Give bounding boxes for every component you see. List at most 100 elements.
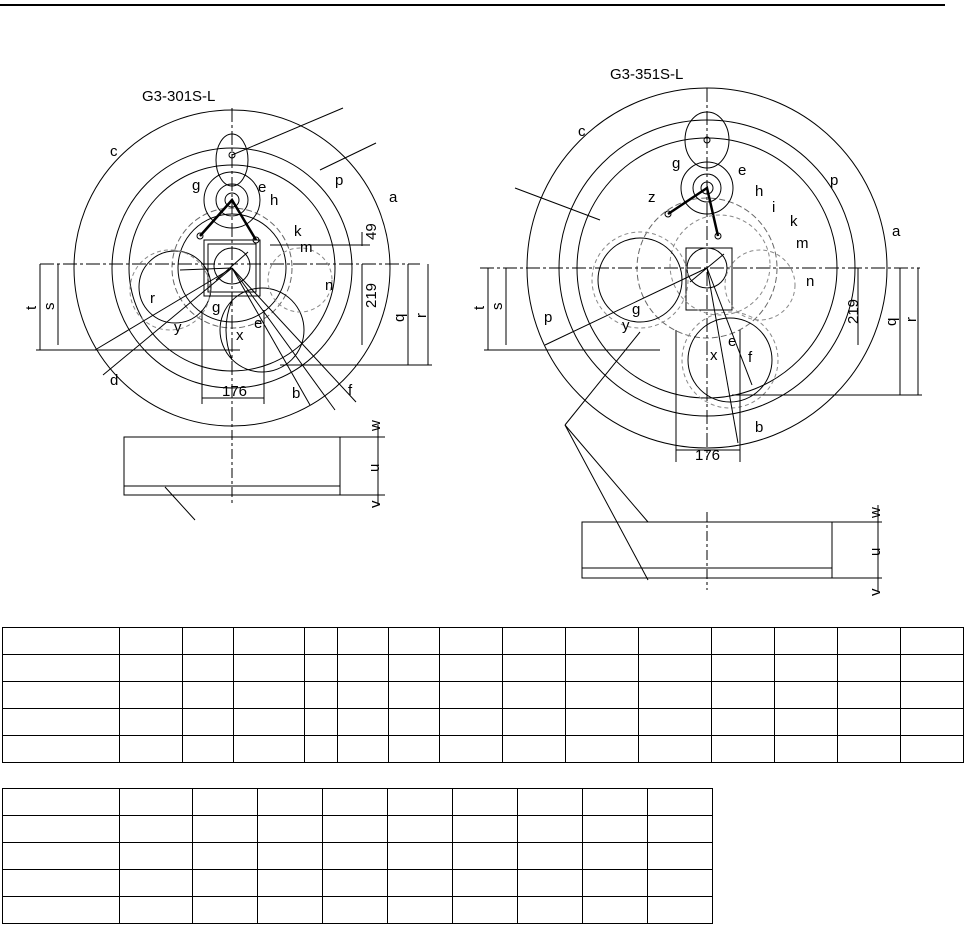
dim-219-text-left: 219	[363, 283, 380, 308]
table-cell	[257, 842, 323, 870]
label-i-right: i	[772, 199, 775, 216]
label-a-right: a	[892, 223, 901, 240]
label-z-right: z	[648, 189, 656, 206]
table-cell	[711, 654, 775, 682]
label-q-right: q	[883, 318, 900, 326]
table-cell	[647, 842, 713, 870]
table-cell	[711, 681, 775, 709]
table-cell	[502, 735, 566, 763]
table-cell	[711, 735, 775, 763]
table-cell	[517, 815, 583, 843]
table-cell	[774, 654, 838, 682]
table-row	[2, 815, 713, 843]
envelope-right-right	[724, 249, 796, 321]
envelope-right-dashed-left	[267, 247, 333, 313]
table-cell	[2, 842, 120, 870]
dimension-table-1	[2, 627, 964, 763]
table-cell	[387, 788, 453, 816]
table-cell	[257, 896, 323, 924]
table-cell	[119, 869, 193, 897]
table-cell	[517, 788, 583, 816]
label-p2-right: p	[544, 309, 552, 326]
table-cell	[119, 896, 193, 924]
dim-176-text-right: 176	[695, 447, 720, 464]
table-cell	[233, 627, 305, 655]
label-e2-right: e	[728, 333, 736, 350]
lobe-lower-right	[687, 317, 773, 403]
table-cell	[647, 869, 713, 897]
table-cell	[322, 842, 388, 870]
label-n-left: n	[325, 277, 333, 294]
lobe-left	[138, 250, 212, 324]
table-cell	[900, 735, 964, 763]
arm-tip-dot-right	[703, 136, 711, 144]
table-cell	[638, 708, 712, 736]
table-cell	[182, 681, 234, 709]
label-e-left: e	[258, 179, 266, 196]
leader-1-right	[514, 187, 601, 221]
table-cell	[774, 627, 838, 655]
table-cell	[582, 896, 648, 924]
model-title-left: G3-301S-L	[142, 88, 215, 105]
table-cell	[337, 708, 389, 736]
table-cell	[233, 681, 305, 709]
table-cell	[452, 842, 518, 870]
label-r2-left: r	[150, 290, 155, 307]
joint2-outer-left	[203, 171, 261, 229]
label-n-right: n	[806, 273, 814, 290]
label-m-left: m	[300, 239, 313, 256]
table-cell	[182, 654, 234, 682]
table-cell	[837, 654, 901, 682]
table-cell	[182, 735, 234, 763]
table-cell	[837, 708, 901, 736]
joint1-left	[213, 247, 251, 285]
table-cell	[2, 735, 120, 763]
table-row	[2, 869, 713, 897]
label-b-right: b	[755, 419, 763, 436]
table-row	[2, 654, 964, 682]
label-a-left: a	[389, 189, 398, 206]
table-cell	[304, 735, 338, 763]
table-row	[2, 896, 713, 924]
table-cell	[900, 654, 964, 682]
robot-right-geometry	[480, 87, 922, 592]
table-cell	[337, 627, 389, 655]
joint2-right	[692, 173, 722, 203]
table-cell	[388, 654, 440, 682]
table-cell	[774, 708, 838, 736]
table-row	[2, 788, 713, 816]
table-cell	[565, 708, 639, 736]
label-q-left: q	[391, 314, 408, 322]
radial-f1-left	[231, 267, 336, 411]
table-cell	[257, 815, 323, 843]
radial-d-left	[102, 267, 233, 376]
label-y-right: y	[622, 317, 630, 334]
table-cell	[565, 627, 639, 655]
table-cell	[337, 654, 389, 682]
table-cell	[388, 735, 440, 763]
label-v-left: v	[367, 500, 384, 508]
joint2-left	[215, 183, 249, 217]
label-f-right: f	[748, 349, 753, 366]
envelope-center-right	[669, 214, 771, 316]
lobe-lower-arc-left	[225, 299, 233, 361]
link-dot1-left	[196, 232, 204, 240]
table-cell	[2, 815, 120, 843]
table-cell	[502, 708, 566, 736]
dim-219-text-right: 219	[845, 299, 862, 324]
link-left	[199, 197, 258, 241]
table-cell	[582, 788, 648, 816]
lobe-lower-left	[219, 287, 305, 373]
table-cell	[774, 735, 838, 763]
table-cell	[439, 681, 503, 709]
table-cell	[711, 627, 775, 655]
label-s-left: s	[41, 303, 58, 311]
table-cell	[388, 627, 440, 655]
table-cell	[192, 788, 258, 816]
label-r-left: r	[413, 313, 430, 318]
table-cell	[638, 627, 712, 655]
table-cell	[119, 735, 183, 763]
label-t-right: t	[471, 305, 488, 310]
table-cell	[837, 735, 901, 763]
table-cell	[387, 815, 453, 843]
